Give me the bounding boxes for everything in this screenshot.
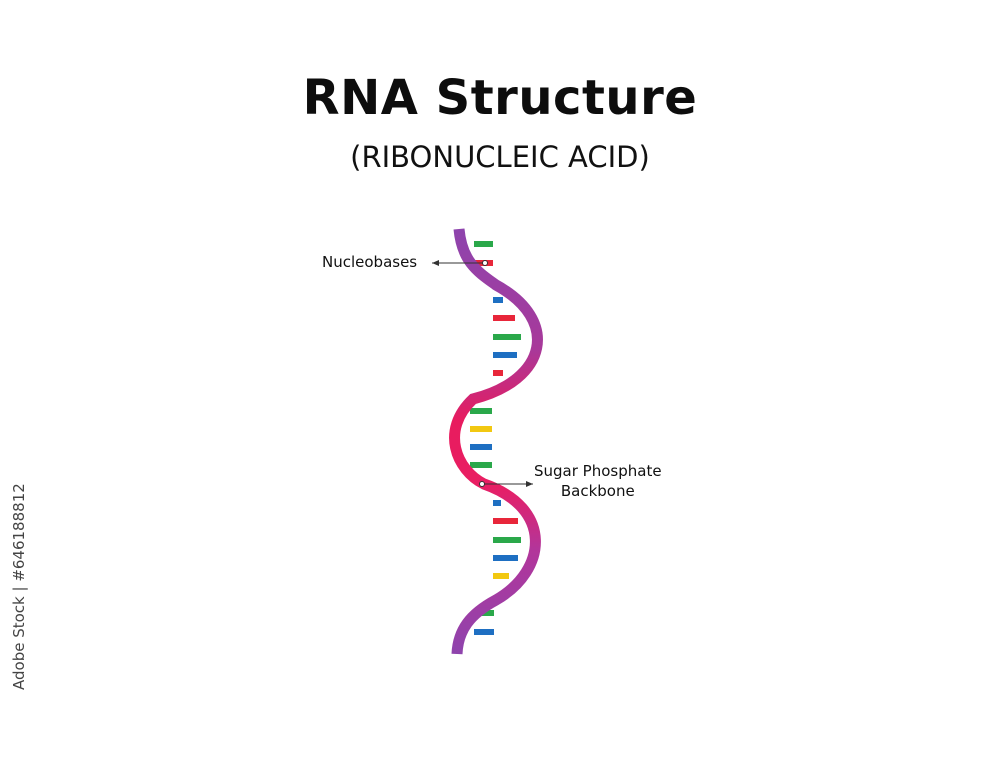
- nucleobase-rung-green: [493, 334, 521, 340]
- backbone-label: Sugar Phosphate Backbone: [534, 461, 662, 501]
- diagram-title: RNA Structure: [302, 70, 698, 126]
- nucleobase-rung-yellow: [470, 426, 492, 432]
- nucleobase-rung-red: [493, 370, 503, 376]
- nucleobase-rung-red: [493, 518, 518, 524]
- sugar-phosphate-backbone-strand: [449, 228, 543, 655]
- nucleobase-rung-green: [474, 241, 493, 247]
- nucleobase-rung-green: [493, 537, 521, 543]
- diagram-subtitle: (RIBONUCLEIC ACID): [350, 140, 650, 174]
- nucleobase-rung-blue: [493, 555, 518, 561]
- nucleobase-rung-green: [470, 462, 492, 468]
- nucleobase-rung-yellow: [493, 573, 509, 579]
- nucleobase-rung-blue: [493, 352, 517, 358]
- nucleobase-rung-blue: [474, 629, 494, 635]
- nucleobase-rung-blue: [493, 500, 501, 506]
- nucleobase-rung-blue: [470, 444, 492, 450]
- backbone-label-line2: Backbone: [560, 482, 635, 500]
- nucleobase-rung-green: [470, 408, 492, 414]
- backbone-pointer-dot: [479, 481, 485, 487]
- nucleobases-label: Nucleobases: [322, 253, 418, 271]
- nucleobase-rung-blue: [493, 297, 503, 303]
- stock-watermark-id: Adobe Stock | #646188812: [10, 483, 28, 690]
- nucleobases-pointer-dot: [482, 260, 488, 266]
- nucleobase-rung-red: [493, 315, 515, 321]
- backbone-label-line1: Sugar Phosphate: [534, 462, 662, 480]
